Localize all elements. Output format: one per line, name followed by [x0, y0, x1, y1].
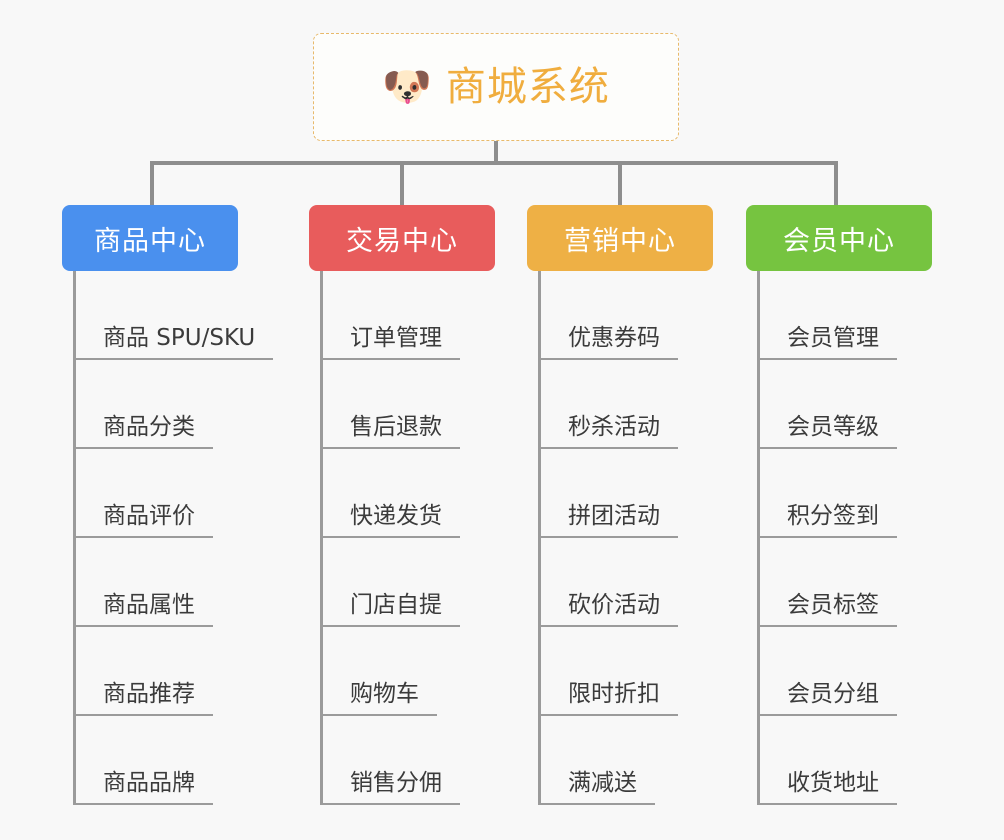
list-item[interactable]: 商品评价	[62, 449, 273, 538]
leaf-label: 商品 SPU/SKU	[73, 327, 274, 360]
leaf-list-trade: 订单管理 售后退款 快递发货 门店自提 购物车 销售分佣	[309, 271, 495, 805]
connector-drop-2	[618, 161, 622, 207]
branch-header-product[interactable]: 商品中心	[62, 205, 238, 271]
branch-header-marketing[interactable]: 营销中心	[527, 205, 713, 271]
branch-column-marketing: 营销中心 优惠券码 秒杀活动 拼团活动 砍价活动 限时折扣 满减送	[527, 205, 713, 805]
root-node[interactable]: 🐶 商城系统	[313, 33, 679, 141]
list-item[interactable]: 商品品牌	[62, 716, 273, 805]
leaf-label: 收货地址	[757, 772, 897, 805]
leaf-list-product: 商品 SPU/SKU 商品分类 商品评价 商品属性 商品推荐 商品品牌	[62, 271, 274, 805]
leaf-label: 优惠券码	[538, 327, 678, 360]
list-item[interactable]: 会员管理	[746, 271, 932, 360]
list-item[interactable]: 订单管理	[309, 271, 495, 360]
list-item[interactable]: 会员等级	[746, 360, 932, 449]
leaf-label: 积分签到	[757, 505, 897, 538]
connector-drop-0	[150, 161, 154, 207]
leaf-label: 会员等级	[757, 416, 897, 449]
list-item[interactable]: 会员标签	[746, 538, 932, 627]
list-item[interactable]: 限时折扣	[527, 627, 713, 716]
shiba-dog-face-icon: 🐶	[382, 64, 432, 110]
list-item[interactable]: 商品分类	[62, 360, 273, 449]
list-item[interactable]: 砍价活动	[527, 538, 713, 627]
branch-column-trade: 交易中心 订单管理 售后退款 快递发货 门店自提 购物车 销售分佣	[309, 205, 495, 805]
list-item[interactable]: 商品 SPU/SKU	[62, 271, 274, 360]
leaf-label: 会员分组	[757, 683, 897, 716]
branch-header-trade[interactable]: 交易中心	[309, 205, 495, 271]
leaf-label: 售后退款	[320, 416, 460, 449]
connector-horizontal-bus	[150, 161, 838, 165]
leaf-label: 销售分佣	[320, 772, 460, 805]
list-item[interactable]: 商品推荐	[62, 627, 273, 716]
list-item[interactable]: 秒杀活动	[527, 360, 713, 449]
list-item[interactable]: 满减送	[527, 716, 713, 805]
leaf-label: 商品分类	[73, 416, 213, 449]
branch-column-member: 会员中心 会员管理 会员等级 积分签到 会员标签 会员分组 收货地址	[746, 205, 932, 805]
leaf-label: 商品评价	[73, 505, 213, 538]
leaf-label: 门店自提	[320, 594, 460, 627]
list-item[interactable]: 会员分组	[746, 627, 932, 716]
connector-drop-3	[834, 161, 838, 207]
leaf-label: 拼团活动	[538, 505, 678, 538]
list-item[interactable]: 售后退款	[309, 360, 495, 449]
leaf-label: 会员标签	[757, 594, 897, 627]
list-item[interactable]: 收货地址	[746, 716, 932, 805]
leaf-list-member: 会员管理 会员等级 积分签到 会员标签 会员分组 收货地址	[746, 271, 932, 805]
branch-column-product: 商品中心 商品 SPU/SKU 商品分类 商品评价 商品属性 商品推荐 商品品牌	[62, 205, 274, 805]
leaf-label: 秒杀活动	[538, 416, 678, 449]
leaf-label: 商品品牌	[73, 772, 213, 805]
leaf-label: 订单管理	[320, 327, 460, 360]
leaf-label: 会员管理	[757, 327, 897, 360]
list-item[interactable]: 快递发货	[309, 449, 495, 538]
leaf-label: 砍价活动	[538, 594, 678, 627]
leaf-label: 购物车	[320, 683, 437, 716]
list-item[interactable]: 购物车	[309, 627, 495, 716]
root-node-label: 商城系统	[445, 64, 610, 110]
list-item[interactable]: 商品属性	[62, 538, 273, 627]
leaf-label: 商品推荐	[73, 683, 213, 716]
connector-drop-1	[400, 161, 404, 207]
list-item[interactable]: 销售分佣	[309, 716, 495, 805]
leaf-label: 商品属性	[73, 594, 213, 627]
list-item[interactable]: 积分签到	[746, 449, 932, 538]
leaf-list-marketing: 优惠券码 秒杀活动 拼团活动 砍价活动 限时折扣 满减送	[527, 271, 713, 805]
leaf-label: 快递发货	[320, 505, 460, 538]
branch-header-member[interactable]: 会员中心	[746, 205, 932, 271]
leaf-label: 限时折扣	[538, 683, 678, 716]
leaf-label: 满减送	[538, 772, 655, 805]
connector-root-stem	[494, 141, 498, 165]
list-item[interactable]: 门店自提	[309, 538, 495, 627]
list-item[interactable]: 优惠券码	[527, 271, 713, 360]
list-item[interactable]: 拼团活动	[527, 449, 713, 538]
